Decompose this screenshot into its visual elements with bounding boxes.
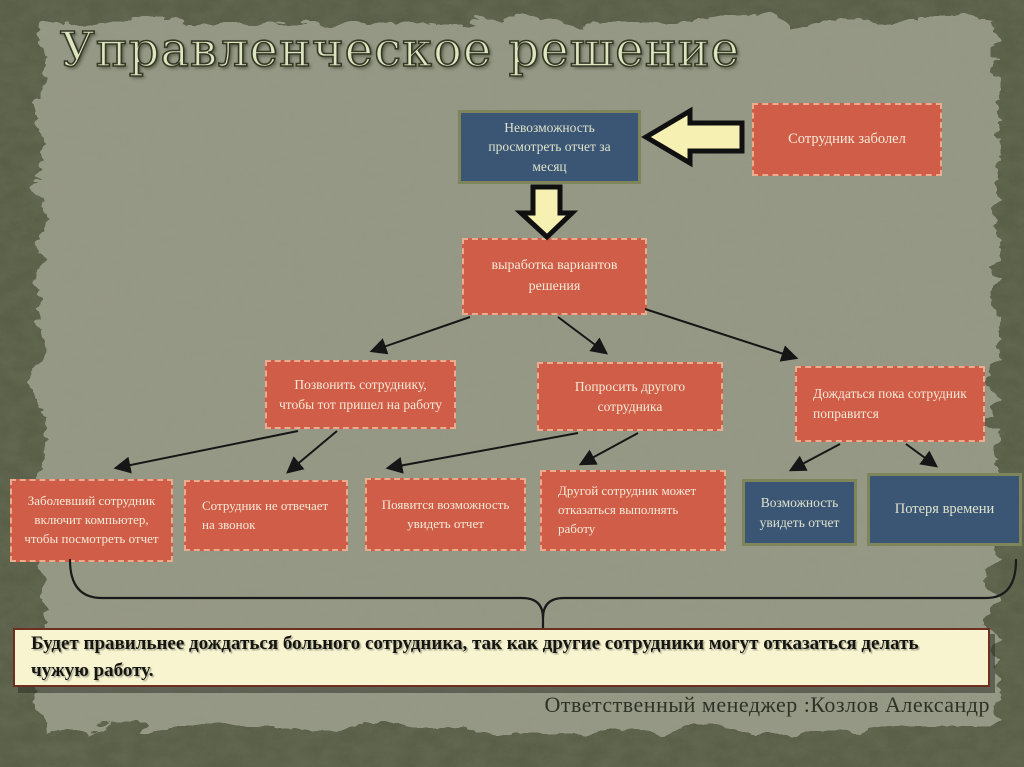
- node-time-loss: Потеря времени: [867, 473, 1022, 546]
- connector-develop-wait: [644, 308, 799, 362]
- node-refusal: Другой сотрудник может отказаться выполн…: [540, 470, 726, 551]
- node-sick-employee-shows: Заболевший сотрудник включит компьютер, …: [10, 479, 173, 562]
- node-develop-options: выработка вариантов решения: [462, 238, 647, 315]
- block-arrow-down-icon: [514, 184, 579, 241]
- slide-title: Управленческое решение: [59, 21, 741, 79]
- node-problem: Невозможность просмотреть отчет за месяц: [458, 110, 641, 184]
- connector-develop-ask: [557, 316, 609, 355]
- conclusion-box: Будет правильнее дождаться больного сотр…: [13, 628, 990, 687]
- connector-ask-report: [385, 432, 579, 474]
- node-report-appears: Появится возможность увидеть отчет: [365, 478, 526, 551]
- connector-call-sick: [113, 430, 299, 474]
- connector-develop-call: [369, 316, 471, 355]
- connector-call-noanswer: [286, 430, 338, 474]
- node-wait-recovery: Дождаться пока сотрудник поправится: [795, 366, 985, 442]
- node-ask-other: Попросить другого сотрудника: [537, 362, 723, 431]
- connector-wait-timeloss: [905, 443, 939, 468]
- node-no-answer: Сотрудник не отвечает на звонок: [184, 480, 348, 551]
- connector-ask-refusal: [578, 432, 639, 466]
- node-cause: Сотрудник заболел: [752, 103, 942, 176]
- footer-caption: Ответственный менеджер :Козлов Александр: [544, 692, 990, 717]
- block-arrow-left-icon: [641, 106, 745, 168]
- conclusion-text: Будет правильнее дождаться больного сотр…: [31, 632, 919, 681]
- connector-wait-seereport: [788, 443, 841, 472]
- node-call-employee: Позвонить сотруднику, чтобы тот пришел н…: [265, 360, 456, 429]
- node-see-report: Возможность увидеть отчет: [742, 479, 857, 546]
- brace: [68, 558, 1018, 631]
